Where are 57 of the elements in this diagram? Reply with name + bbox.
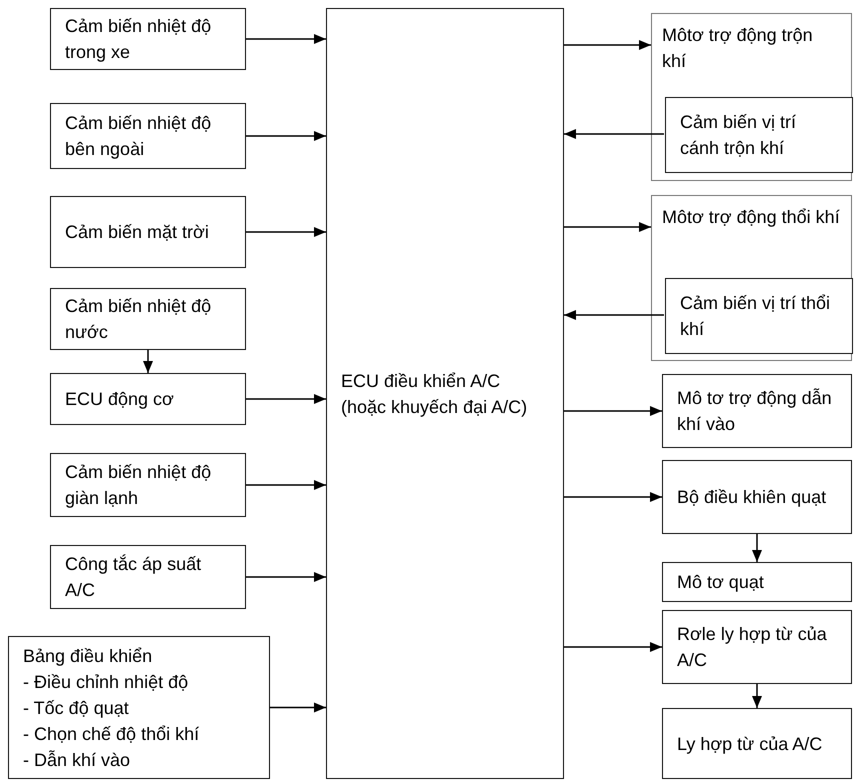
arrow bbox=[564, 40, 651, 50]
arrow bbox=[246, 394, 326, 404]
process-box bbox=[326, 8, 564, 779]
arrow bbox=[564, 492, 662, 502]
arrow bbox=[564, 129, 664, 139]
arrow bbox=[564, 642, 662, 652]
arrow bbox=[246, 34, 326, 44]
box-label: Rơle ly hợp từ của A/C bbox=[677, 623, 828, 672]
arrow bbox=[564, 406, 662, 416]
list-item: - Dẫn khí vào bbox=[23, 748, 132, 772]
process-box bbox=[662, 460, 852, 534]
list-item: - Điều chỉnh nhiệt độ bbox=[23, 670, 190, 694]
box-label: Cảm biến nhiệt độ trong xe bbox=[65, 15, 212, 64]
box-label: Cảm biến nhiệt độ nước bbox=[65, 295, 212, 344]
process-box bbox=[651, 195, 852, 361]
process-box bbox=[50, 196, 246, 268]
process-box bbox=[662, 610, 852, 684]
process-box bbox=[50, 545, 246, 609]
list-item: - Chọn chế độ thổi khí bbox=[23, 722, 200, 746]
process-box bbox=[662, 562, 852, 602]
arrow bbox=[752, 534, 762, 562]
arrow bbox=[246, 572, 326, 582]
box-label: Mô tơ quạt bbox=[677, 571, 765, 594]
box-label: ECU điều khiển A/C (hoặc khuyếch đại A/C) bbox=[341, 370, 528, 419]
arrow bbox=[246, 480, 326, 490]
box-label: Bộ điều khiên quạt bbox=[677, 486, 828, 509]
arrow bbox=[270, 702, 326, 712]
box-label: Cảm biến mặt trời bbox=[65, 221, 210, 244]
process-box bbox=[50, 103, 246, 169]
box-label: Mô tơ trợ động dẫn khí vào bbox=[677, 387, 833, 436]
process-box bbox=[665, 278, 853, 354]
process-box bbox=[662, 708, 852, 779]
list-item: - Tốc độ quạt bbox=[23, 696, 130, 720]
arrow bbox=[564, 310, 664, 320]
arrow bbox=[246, 227, 326, 237]
box-label: Môtơ trợ động thổi khí bbox=[662, 206, 841, 229]
process-box bbox=[662, 374, 852, 448]
box-label: Cảm biến nhiệt độ bên ngoài bbox=[65, 112, 212, 161]
arrow bbox=[246, 131, 326, 141]
box-label: Ly hợp từ của A/C bbox=[677, 732, 824, 756]
box-label: ECU động cơ bbox=[65, 388, 175, 411]
box-label: Cảm biến vị trí cánh trộn khí bbox=[680, 111, 798, 160]
process-box bbox=[50, 453, 246, 517]
process-box bbox=[651, 13, 852, 181]
arrow bbox=[143, 350, 153, 373]
box-label: Cảm biến vị trí thổi khí bbox=[680, 292, 832, 341]
box-label: Cảm biến nhiệt độ giàn lạnh bbox=[65, 461, 212, 510]
process-box bbox=[8, 636, 270, 779]
arrow bbox=[752, 684, 762, 708]
arrow bbox=[564, 222, 651, 232]
process-box bbox=[50, 373, 246, 425]
process-box bbox=[665, 97, 853, 173]
process-box bbox=[50, 8, 246, 70]
process-box bbox=[50, 288, 246, 350]
box-label: Công tắc áp suất A/C bbox=[65, 553, 202, 602]
box-label: Môtơ trợ động trộn khí bbox=[662, 24, 814, 73]
box-label: Bảng điều khiển bbox=[23, 644, 154, 668]
